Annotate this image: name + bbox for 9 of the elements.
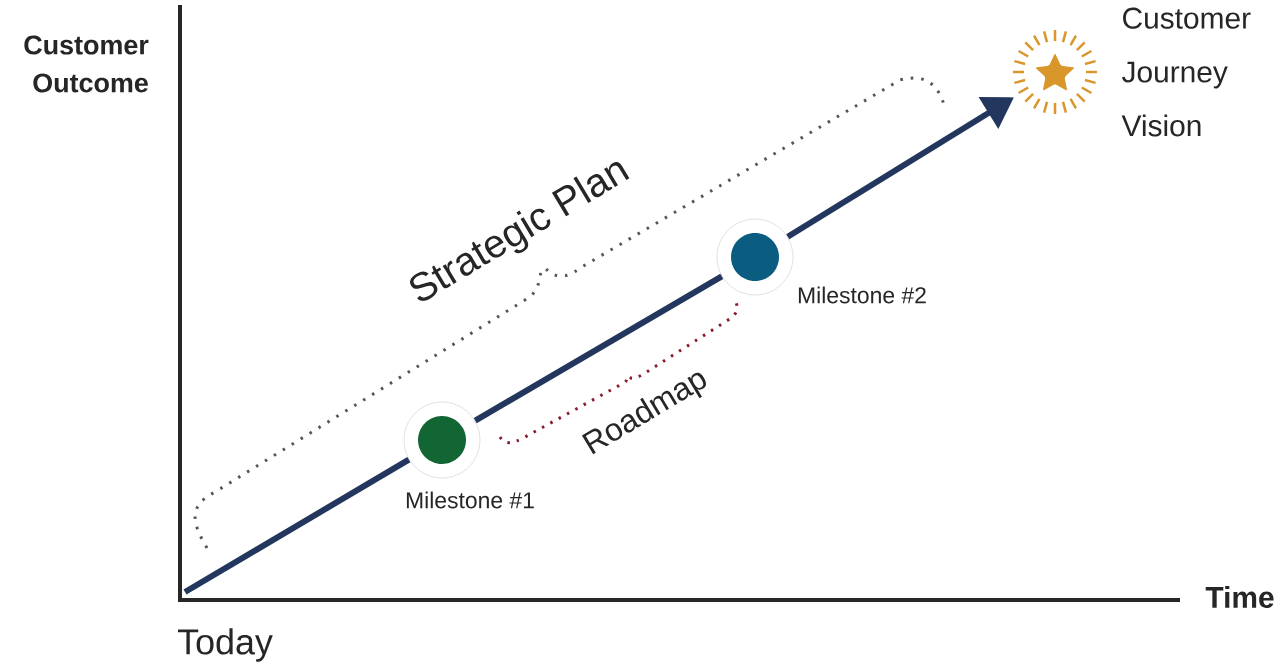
axis-title: Time (1205, 586, 1274, 608)
axis-label: Today (177, 628, 273, 662)
star-icon (1013, 30, 1097, 114)
milestone-circle (403, 401, 481, 479)
vision-label: Customer Journey Vision (1121, 7, 1251, 137)
milestone-label: Milestone #1 (406, 491, 534, 509)
milestone-circle (716, 218, 794, 296)
axis-title: Customer Outcome (24, 35, 149, 93)
milestone-label: Milestone #2 (798, 286, 926, 304)
